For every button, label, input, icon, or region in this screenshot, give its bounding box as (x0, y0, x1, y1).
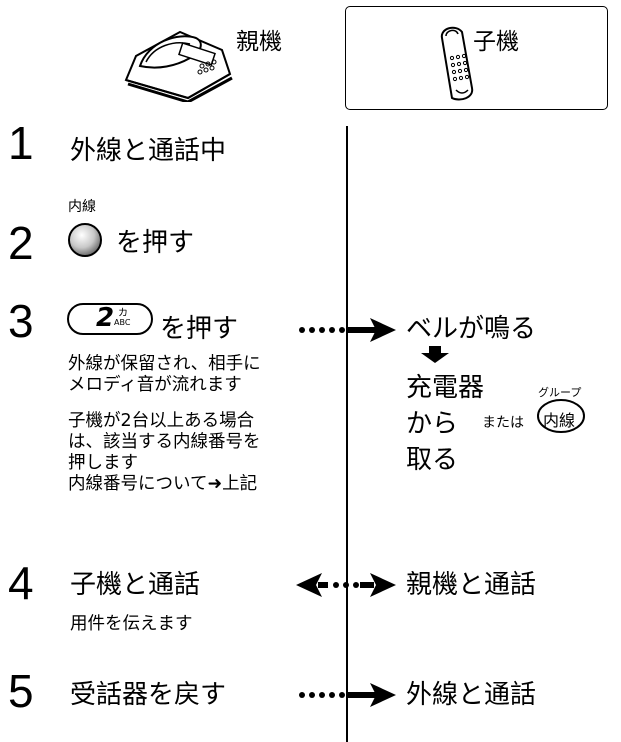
step-2-number: 2 (8, 217, 34, 269)
step-3-note-3: 子機が2台以上ある場合 (68, 411, 255, 431)
key-kana: カ (118, 308, 128, 319)
step-3-number: 3 (8, 295, 34, 347)
button-outline (537, 399, 585, 433)
dotted-arrow-right-icon (299, 318, 396, 342)
step-3-note-6: 内線番号について➜上記 (68, 474, 258, 494)
step-2-key-label: 内線 (68, 199, 96, 215)
intercom-round-button-icon[interactable] (66, 221, 104, 259)
intercom-button-label: 内線 (543, 411, 576, 430)
ring-text: ベルが鳴る (406, 314, 537, 344)
step-3-note-4: は、該当する内線番号を (68, 432, 261, 452)
intercom-group-button[interactable]: 内線 (536, 398, 586, 434)
step-2-text: を押す (116, 228, 195, 258)
charger-line-1: 充電器 (406, 373, 485, 403)
step-1-number: 1 (8, 117, 34, 169)
key-letters: ABC (114, 318, 131, 327)
dotted-double-arrow-icon (296, 573, 396, 597)
dotted-arrow-right-icon (299, 683, 396, 707)
base-phone-icon (124, 30, 233, 102)
handset-header-box (345, 6, 608, 110)
step-3-text: を押す (160, 314, 239, 344)
step-3-note-5: 押します (68, 453, 138, 473)
key-digit: 2 (96, 303, 115, 333)
group-label: グループ (538, 386, 582, 399)
charger-line-2: から (406, 409, 459, 439)
step-4-text: 子機と通話 (70, 570, 201, 600)
or-text: または (482, 415, 524, 431)
step-4-number: 4 (8, 557, 34, 609)
step-5-number: 5 (8, 665, 34, 717)
handset-icon (440, 26, 474, 101)
step-3-note-1: 外線が保留され、相手に (68, 354, 261, 374)
handset-label: 子機 (473, 29, 519, 55)
step-3-note-2: メロディ音が流れます (68, 375, 242, 395)
step-5-text: 受話器を戻す (70, 680, 227, 710)
down-arrow-icon (421, 346, 449, 363)
charger-line-3: 取る (406, 445, 459, 475)
step-4-note: 用件を伝えます (70, 614, 193, 634)
column-divider (346, 126, 348, 742)
digit-2-key[interactable]: 2 カ ABC (66, 302, 154, 336)
talk-base-text: 親機と通話 (406, 570, 537, 600)
key-outline (67, 303, 153, 335)
step-1-text: 外線と通話中 (70, 136, 227, 166)
base-unit-label: 親機 (236, 29, 282, 55)
talk-outside-text: 外線と通話 (406, 680, 537, 710)
